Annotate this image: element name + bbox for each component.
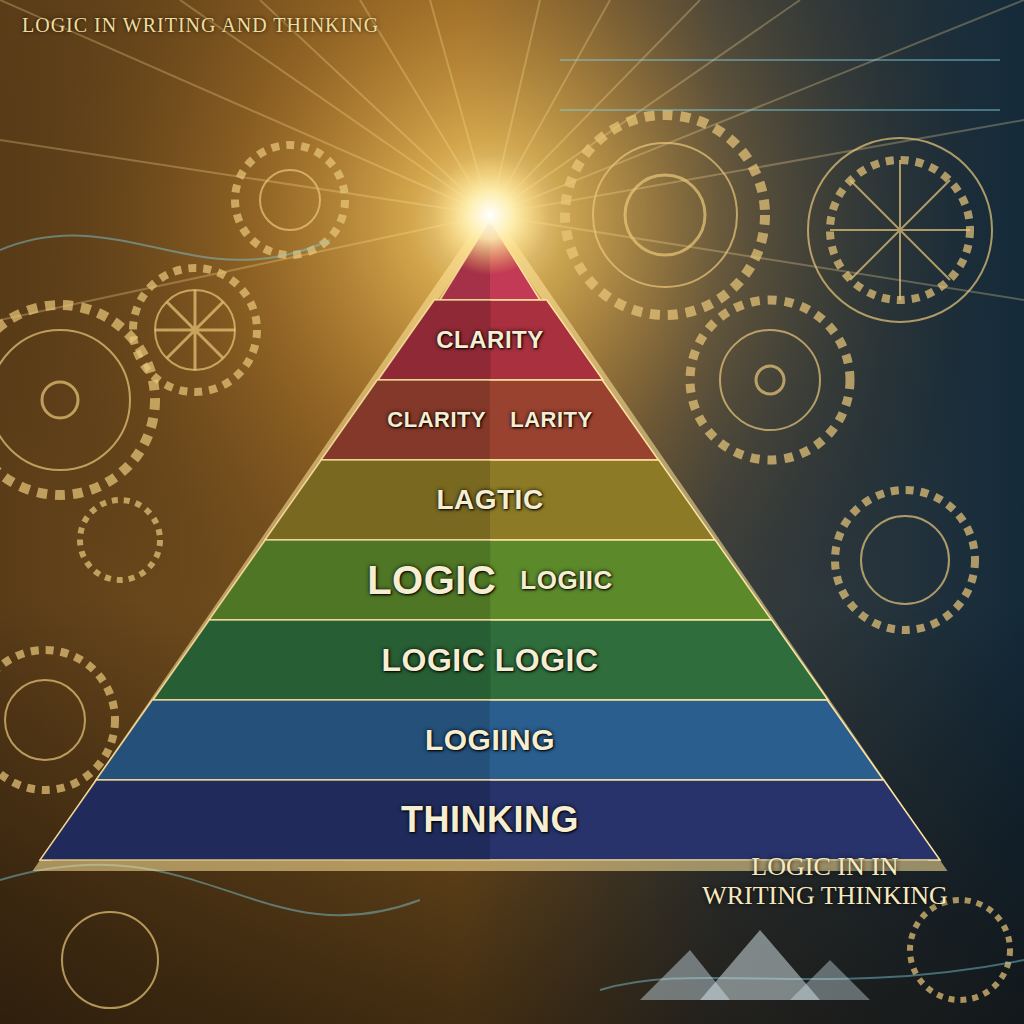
band-label: THINKING xyxy=(401,799,579,841)
pyramid-band: CLARITY LARITY xyxy=(321,380,659,460)
band-label: LOGIC LOGIC xyxy=(381,642,598,679)
band-fill xyxy=(321,380,659,460)
band-label: LOGIING xyxy=(425,723,555,757)
pyramid-band: CLARITY xyxy=(378,300,603,380)
caption-note: LOGIC IN IN WRITING THINKING xyxy=(700,852,950,910)
band-row: LOGIC LOGIIC xyxy=(209,540,772,620)
pyramid-band: THINKING xyxy=(40,780,940,860)
band-fill xyxy=(265,460,715,540)
band-fill xyxy=(153,620,828,700)
band-fill xyxy=(40,780,940,860)
band-row: CLARITY xyxy=(378,300,603,380)
band-label: LARITY xyxy=(510,407,592,433)
band-fill xyxy=(96,700,884,780)
band-label: LOGIC xyxy=(367,558,496,603)
band-row: THINKING xyxy=(40,780,940,860)
title: LOGIC IN WRITING AND THINKING xyxy=(22,14,379,37)
band-label: CLARITY xyxy=(436,326,544,354)
pyramid-band: LOGIING xyxy=(96,700,884,780)
band-label: LOGIIC xyxy=(520,565,613,596)
band-row: LAGTIC xyxy=(265,460,715,540)
band-label: LAGTIC xyxy=(436,484,543,516)
band-row: CLARITY LARITY xyxy=(321,380,659,460)
band-row: LOGIC LOGIC xyxy=(153,620,828,700)
band-label: CLARITY xyxy=(387,407,486,433)
pyramid-band: LOGIC LOGIIC xyxy=(209,540,772,620)
band-shade xyxy=(321,380,490,460)
band-shape xyxy=(321,380,659,460)
pyramid-band: LAGTIC xyxy=(265,460,715,540)
band-fill xyxy=(209,540,772,620)
band-fill xyxy=(378,300,603,380)
pyramid-band: LOGIC LOGIC xyxy=(153,620,828,700)
band-row: LOGIING xyxy=(96,700,884,780)
